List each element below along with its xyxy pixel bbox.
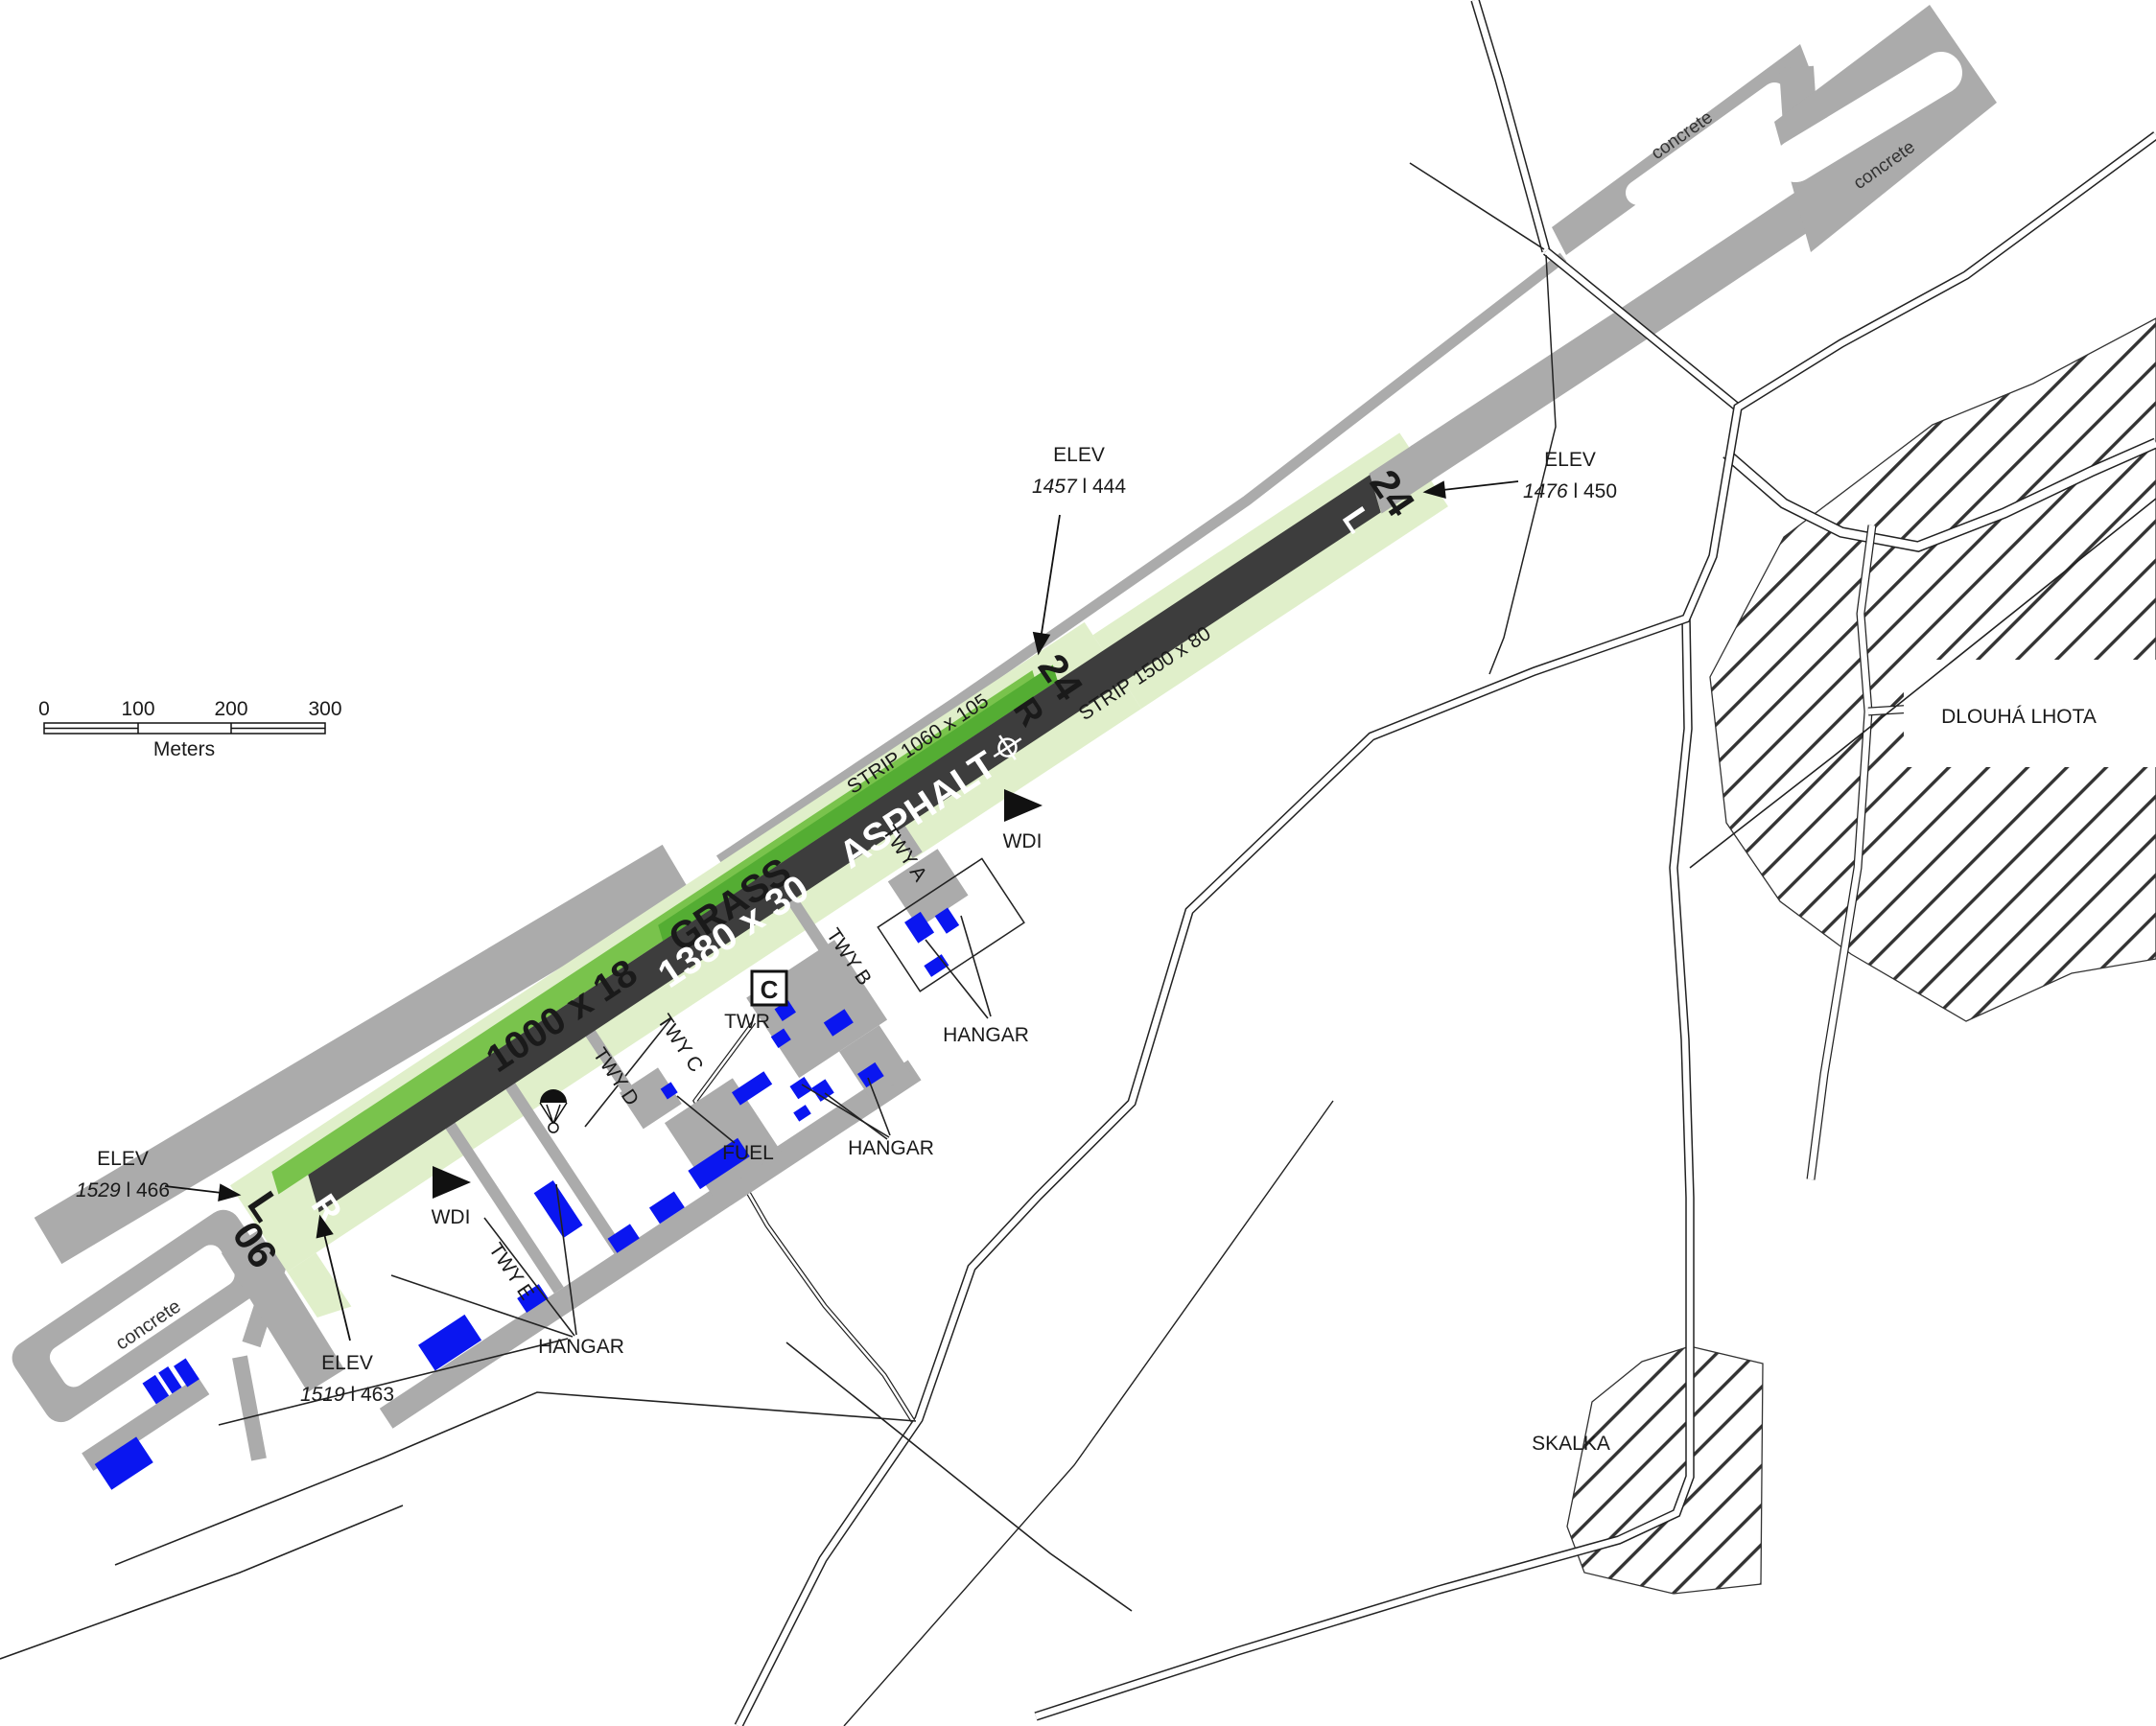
svg-text:WDI: WDI <box>1003 830 1043 852</box>
svg-text:1457 l 444: 1457 l 444 <box>1032 476 1126 498</box>
svg-text:0: 0 <box>38 698 50 720</box>
svg-text:HANGAR: HANGAR <box>943 1024 1029 1046</box>
svg-text:100: 100 <box>121 698 154 720</box>
svg-text:ELEV: ELEV <box>1544 449 1596 471</box>
svg-text:300: 300 <box>308 698 341 720</box>
svg-text:ELEV: ELEV <box>1053 444 1105 466</box>
svg-text:HANGAR: HANGAR <box>538 1336 624 1358</box>
svg-text:1529 l 466: 1529 l 466 <box>76 1179 170 1201</box>
svg-text:WDI: WDI <box>432 1206 471 1228</box>
svg-text:HANGAR: HANGAR <box>848 1137 934 1159</box>
svg-text:ELEV: ELEV <box>97 1148 149 1170</box>
svg-text:Meters: Meters <box>153 738 215 760</box>
svg-text:1476 l 450: 1476 l 450 <box>1523 480 1617 502</box>
svg-text:FUEL: FUEL <box>722 1142 774 1164</box>
svg-text:C: C <box>761 975 779 1004</box>
svg-text:200: 200 <box>214 698 247 720</box>
svg-text:1519 l 463: 1519 l 463 <box>300 1384 394 1406</box>
svg-text:SKALKA: SKALKA <box>1532 1433 1610 1455</box>
svg-text:ELEV: ELEV <box>321 1352 373 1374</box>
svg-text:TWR: TWR <box>724 1011 770 1033</box>
svg-text:DLOUHÁ LHOTA: DLOUHÁ LHOTA <box>1941 706 2097 728</box>
